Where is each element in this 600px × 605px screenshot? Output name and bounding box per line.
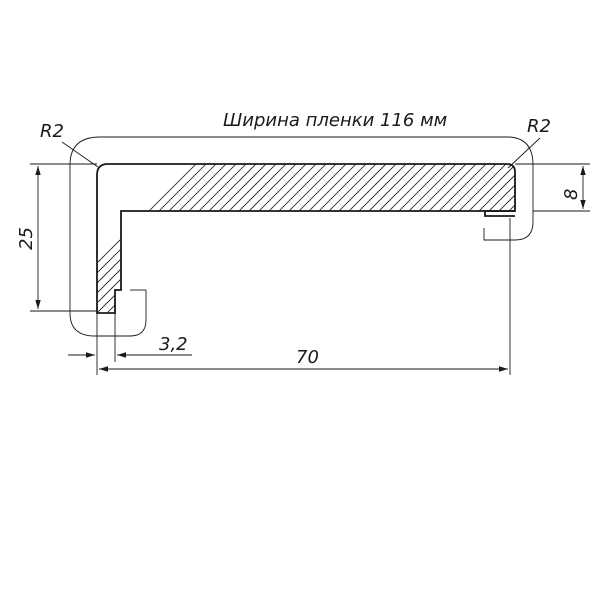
profile-inner-edge <box>96 175 515 314</box>
radius-left-label: R2 <box>40 121 64 142</box>
hatch-line <box>459 164 515 313</box>
hatch-line <box>509 164 515 313</box>
hatch-line <box>520 150 600 320</box>
radius-right-leader <box>507 137 541 169</box>
profile-outline <box>96 163 516 217</box>
hatch-line <box>530 150 600 320</box>
film-contour-bottom <box>69 290 147 337</box>
section-hatching <box>97 150 600 320</box>
hatch-line <box>560 150 600 320</box>
film-contour <box>69 136 534 313</box>
dim-3-2-label: 3,2 <box>159 334 188 355</box>
hatch-line <box>469 164 515 313</box>
film-width-label: Ширина пленки 116 мм <box>223 110 447 131</box>
dim-70-label: 70 <box>296 347 319 368</box>
dim-25-label: 25 <box>16 227 37 250</box>
radius-left-leader <box>61 141 99 168</box>
dim-8-label: 8 <box>561 189 582 200</box>
radius-right-label: R2 <box>527 116 551 137</box>
hatch-line <box>97 164 211 313</box>
hatch-line <box>479 164 515 313</box>
hatch-line <box>449 164 515 313</box>
hatch-line <box>550 150 600 320</box>
hatch-line <box>97 164 221 313</box>
hatch-line <box>590 150 600 320</box>
hatch-line <box>97 164 241 313</box>
hatch-line <box>540 150 600 320</box>
hatch-line <box>97 164 231 313</box>
hatch-line <box>97 164 251 313</box>
hatch-line <box>489 164 515 313</box>
hatch-line <box>570 150 600 320</box>
